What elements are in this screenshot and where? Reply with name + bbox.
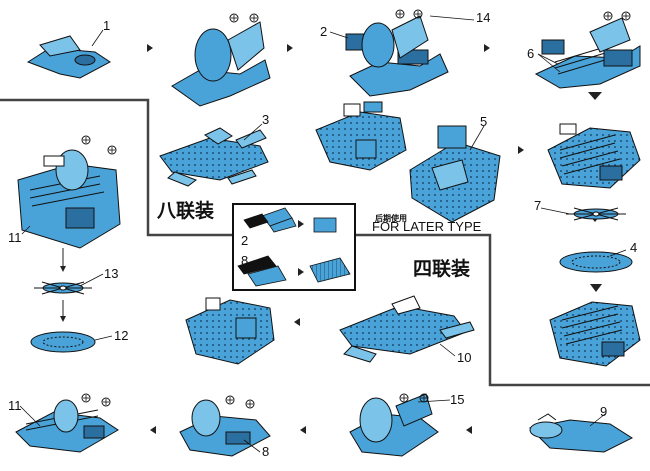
part-step-11-bottom [16,394,118,452]
part-step-14 [346,10,448,96]
part-step-4 [560,252,632,272]
step-label-14: 14 [476,10,490,25]
step-label-1: 1 [103,18,110,33]
part-step-9-bottom [530,414,632,452]
four-unit-title: 四联装 [413,257,470,280]
step-label-7: 7 [534,198,541,213]
part-step-6 [536,12,640,88]
part-step-10 [340,296,474,362]
step-label-12: 12 [114,328,128,343]
part-step-13 [34,282,92,294]
step-label-9: 9 [600,404,607,419]
inset-label-8: 8 [241,253,248,268]
part-step-8-bottom [180,396,270,456]
part-step-12 [31,332,95,352]
later-type-inset [233,204,355,290]
part-walls-assembly [186,298,274,364]
part-step-2 [172,14,270,106]
later-type-en: FOR LATER TYPE [372,219,482,234]
part-step-5 [410,126,500,222]
step-label-13: 13 [104,266,118,281]
part-step-7 [566,208,626,220]
step-label-4: 4 [630,240,637,255]
part-step-3 [160,128,268,186]
part-step-15-bottom [350,394,438,456]
step-label-10: 10 [457,350,471,365]
step-label-6: 6 [527,46,534,61]
step-label-8: 8 [262,444,269,459]
part-step-11-assembly [18,136,120,248]
part-step-6-assembly [548,124,640,188]
step-label-15: 15 [450,392,464,407]
step-label-2: 2 [320,24,327,39]
step-label-5: 5 [480,114,487,129]
part-step-1 [28,36,110,78]
eight-unit-title: 八联装 [157,199,214,222]
step-label-11-bottom: 11 [8,398,22,413]
step-label-3: 3 [262,112,269,127]
step-label-11-top: 11 [8,230,22,245]
part-right-lower-assembly [550,302,640,366]
inset-label-2: 2 [241,233,248,248]
part-floor-assembly [316,102,406,170]
